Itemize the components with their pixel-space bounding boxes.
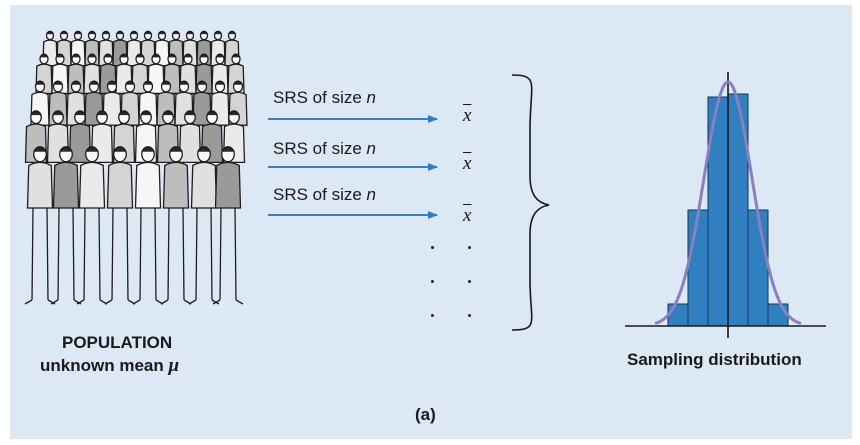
continuation-dot: [468, 280, 471, 283]
person-legs: [160, 207, 192, 305]
person-legs: [24, 207, 56, 305]
person-figure: [214, 146, 242, 209]
mu-symbol: μ: [168, 355, 180, 376]
histogram-bar: [767, 303, 789, 327]
sampling-distribution-label: Sampling distribution: [627, 350, 802, 369]
sample-label-text: SRS of size: [273, 185, 367, 204]
sample-size-variable: n: [366, 88, 377, 107]
histogram-bar: [667, 303, 689, 327]
histogram-bar: [747, 209, 769, 327]
continuation-dot: [431, 314, 434, 317]
sample-mean-3: x: [463, 205, 472, 226]
person-figure: [162, 146, 190, 209]
sample-label-3: SRS of size n: [273, 185, 376, 205]
person-legs: [132, 207, 164, 305]
person-figure: [78, 146, 106, 209]
person-figure: [52, 146, 80, 209]
sample-size-variable: n: [366, 139, 377, 158]
person-figure: [26, 146, 54, 209]
sample-label-text: SRS of size: [273, 139, 367, 158]
person-legs: [212, 207, 244, 305]
continuation-dot: [468, 246, 471, 249]
sample-label-text: SRS of size: [273, 88, 367, 107]
sample-mean-2: x: [463, 153, 472, 174]
sample-label-2: SRS of size n: [273, 139, 376, 159]
continuation-dot: [431, 280, 434, 283]
curly-brace: [511, 74, 550, 331]
population-label: POPULATION: [62, 333, 173, 352]
person-figure: [200, 110, 224, 164]
continuation-dot: [431, 246, 434, 249]
person-legs: [104, 207, 136, 305]
person-figure: [190, 146, 218, 209]
figure-caption: (a): [415, 405, 436, 424]
population-mean-text: unknown mean: [40, 356, 169, 375]
histogram-bar: [687, 209, 709, 327]
person-legs: [50, 207, 82, 305]
person-legs: [188, 207, 220, 305]
sample-label-1: SRS of size n: [273, 88, 376, 108]
person-figure: [106, 146, 134, 209]
population-mean-label: unknown mean μ: [40, 355, 179, 377]
person-legs: [76, 207, 108, 305]
normal-curve: [654, 80, 802, 326]
person-figure: [227, 53, 245, 95]
sample-size-variable: n: [366, 185, 377, 204]
continuation-dot: [468, 314, 471, 317]
sample-mean-1: x: [463, 105, 472, 126]
person-figure: [134, 146, 162, 209]
person-figure: [178, 110, 202, 164]
